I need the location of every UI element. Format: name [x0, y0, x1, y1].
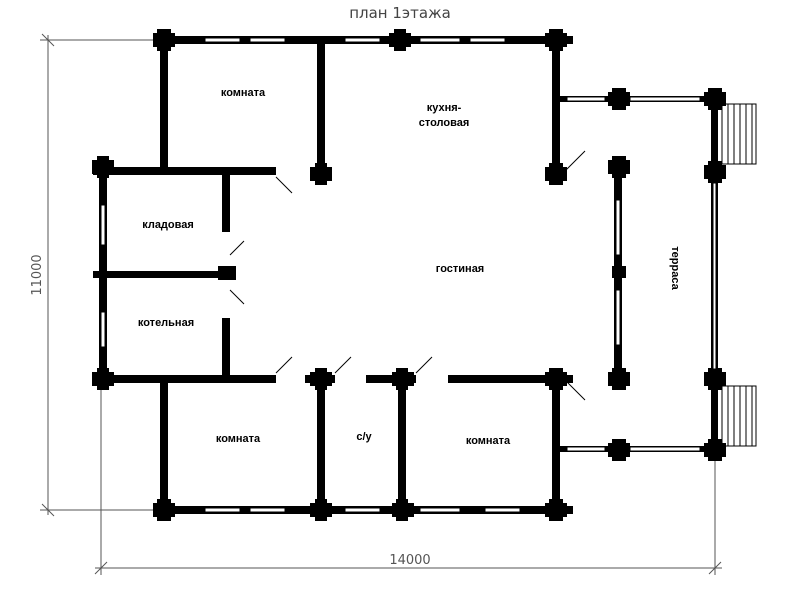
terrace-stairs	[721, 103, 757, 447]
label-wc: с/у	[356, 431, 372, 443]
label-boiler-room: котельная	[138, 317, 194, 329]
dimension-lines	[40, 33, 722, 575]
label-kitchen-line1: кухня-	[427, 102, 462, 114]
label-pantry: кладовая	[142, 219, 194, 231]
windows	[100, 37, 717, 513]
plan-title: план 1этажа	[349, 4, 451, 22]
wall-posts	[92, 29, 726, 521]
width-dimension: 14000	[389, 553, 430, 568]
label-room-top-left: комната	[221, 87, 266, 99]
height-dimension: 11000	[30, 254, 45, 295]
label-terrace: терраса	[669, 246, 681, 290]
label-living-room: гостиная	[436, 263, 484, 275]
door-swings	[229, 150, 586, 401]
label-kitchen-line2: столовая	[419, 117, 470, 129]
room-labels: комната кухня- столовая кладовая котельн…	[138, 87, 681, 447]
label-room-bottom-left: комната	[216, 433, 261, 445]
label-room-bottom-right: комната	[466, 435, 511, 447]
